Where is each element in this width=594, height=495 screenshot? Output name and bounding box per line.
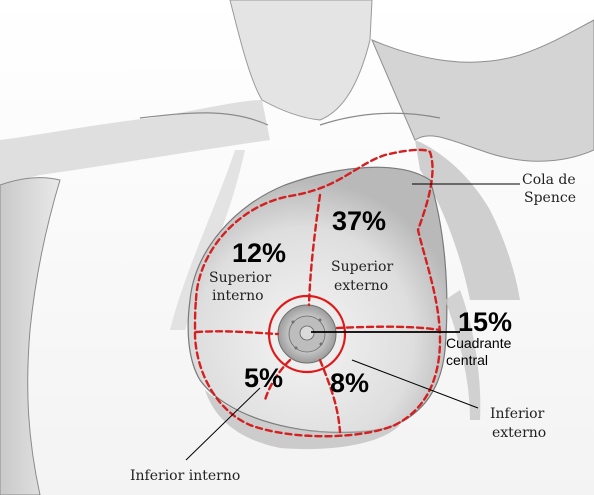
inferior-externo-percent: 8% (330, 368, 369, 398)
tail-label-line1: Cola de (522, 172, 576, 188)
inferior-externo-label-line2: externo (492, 425, 546, 441)
nipple-areola (278, 305, 336, 363)
inferior-externo-label-line1: Inferior (490, 406, 545, 422)
inferior-interno-percent: 5% (244, 363, 283, 393)
superior-interno-label-line1: Superior (209, 270, 271, 286)
inferior-interno-label: Inferior interno (130, 468, 240, 484)
central-label-line2: central (446, 352, 488, 368)
superior-externo-label-line1: Superior (331, 259, 393, 275)
superior-interno-label-line2: interno (212, 288, 264, 304)
superior-externo-percent: 37% (332, 206, 386, 236)
tail-label-line2: Spence (524, 190, 576, 206)
superior-interno-percent: 12% (232, 238, 286, 268)
central-percent: 15% (458, 307, 512, 337)
superior-externo-label-line2: externo (334, 278, 388, 294)
central-label-line1: Cuadrante (446, 335, 512, 351)
